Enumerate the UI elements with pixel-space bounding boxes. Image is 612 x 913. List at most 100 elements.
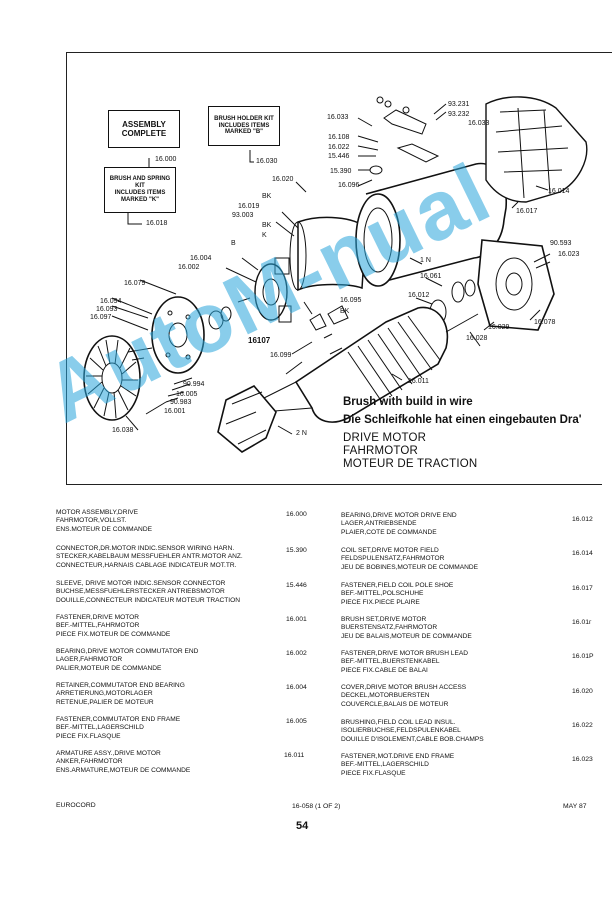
callout-label: 16.017 (516, 208, 538, 215)
title-line: FAHRMOTOR (343, 445, 419, 457)
callout-label: B (231, 240, 236, 247)
caption-german: Die Schleifkohle hat einen eingebauten D… (343, 414, 582, 426)
callout-label: 16.005 (176, 391, 198, 398)
part-number: 16.011 (284, 752, 305, 759)
callout-label: 16107 (248, 336, 271, 345)
box-line: KIT (135, 183, 145, 190)
part-number: 16.01P (572, 653, 594, 660)
callout-label: 16.078 (534, 319, 556, 326)
callout-label: 16.023 (558, 251, 580, 258)
callout-label: 1 N (420, 257, 431, 264)
part-entry: SLEEVE, DRIVE MOTOR INDIC.SENSOR CONNECT… (56, 580, 241, 604)
callout-label: 16.095 (340, 297, 362, 304)
callout-label: 16.093 (96, 306, 118, 313)
callout-label: 16.002 (178, 264, 200, 271)
box-line: BRUSH AND SPRING (109, 176, 171, 183)
callout-label: 16.001 (164, 408, 186, 415)
callout-label: 16.099 (270, 352, 292, 359)
box-line: INCLUDES ITEMS (114, 190, 166, 196)
callout-label: 16.028 (466, 335, 488, 342)
footer-right: MAY 87 (563, 803, 587, 810)
callout-label: 93.231 (448, 101, 470, 108)
box-line: MARKED "B" (224, 129, 264, 136)
callout-label: 16.029 (488, 324, 510, 331)
box-line: BRUSH HOLDER KIT (214, 115, 274, 122)
callout-label: 90.983 (170, 399, 192, 406)
callout-label: 16.011 (408, 378, 429, 385)
box-line: INCLUDES ITEMS (218, 122, 270, 129)
box-line: COMPLETE (121, 129, 167, 138)
brush-holder-part (254, 257, 292, 323)
part-number: 16.014 (572, 550, 593, 557)
box-line: MARKED "K" (120, 196, 160, 203)
title-line: MOTEUR DE TRACTION (343, 458, 478, 470)
sensor-part (217, 385, 277, 453)
callout-label: 16.038 (112, 427, 134, 434)
part-number: 16.022 (572, 722, 593, 729)
part-number: 16.01г (572, 619, 592, 626)
diagram-frame (66, 52, 602, 485)
part-number: 16.023 (572, 756, 593, 763)
callout-label: 16.097 (90, 314, 112, 321)
callout-label: 16.094 (100, 298, 122, 305)
callout-label: 16.000 (155, 156, 177, 163)
part-number: 16.020 (572, 688, 593, 695)
callout-label: 16.014 (548, 188, 570, 195)
callout-label: K (262, 232, 267, 239)
callout-label: 93.003 (232, 212, 254, 219)
callout-label: 16.033 (468, 120, 490, 127)
callout-label: BK (262, 222, 272, 229)
part-number: 15.390 (286, 547, 307, 554)
callout-label: 16.018 (146, 220, 168, 227)
footer-center: 16-058 (1 OF 2) (292, 803, 341, 810)
callout-label: BK (262, 193, 272, 200)
callout-label: 16.079 (124, 280, 146, 287)
footer-left: EUROCORD (56, 802, 96, 809)
part-number: 16.000 (286, 511, 307, 518)
callout-label: 90.994 (183, 381, 205, 388)
drive-end-frame-part (477, 239, 555, 331)
cover-band-part (289, 216, 367, 292)
part-entry: CONNECTOR,DR.MOTOR INDIC.SENSOR WIRING H… (56, 545, 243, 569)
callout-label: 16.033 (327, 114, 349, 121)
part-number: 15.446 (286, 582, 307, 589)
end-frame-part (151, 296, 205, 374)
callout-label: 15.390 (330, 168, 352, 175)
box-line: ASSEMBLY (122, 119, 166, 129)
fan-part (83, 335, 141, 421)
callout-label: 2 N (296, 430, 307, 437)
callout-label: 93.232 (448, 111, 470, 118)
callout-label: 15.446 (328, 153, 350, 160)
title-line: DRIVE MOTOR (343, 432, 427, 444)
part-number: 16.002 (286, 650, 307, 657)
exploded-view-drawing (83, 96, 588, 453)
callout-label: 16.020 (272, 176, 294, 183)
part-number: 16.012 (572, 516, 593, 523)
part-number: 16.017 (572, 585, 593, 592)
part-number: 16.001 (286, 616, 307, 623)
callout-label: BK (340, 308, 350, 315)
diagram-title: DRIVE MOTOR FAHRMOTOR MOTEUR DE TRACTION (343, 432, 477, 471)
field-housing-part (355, 162, 507, 287)
callout-label: 16.030 (256, 158, 278, 165)
field-coil-part (485, 96, 588, 203)
callout-label: 16.012 (408, 292, 430, 299)
brush-holder-kit-box: BRUSH HOLDER KIT INCLUDES ITEMS MARKED "… (208, 106, 280, 146)
part-number: 16.005 (286, 718, 307, 725)
part-entry: BRUSHING,FIELD COIL LEAD INSUL.ISOLIERBU… (341, 719, 484, 743)
callout-label: 16.022 (328, 144, 350, 151)
caption-english: Brush with build in wire (343, 396, 473, 408)
callout-label: 16.108 (328, 134, 350, 141)
assembly-complete-box: ASSEMBLY COMPLETE (108, 110, 180, 148)
